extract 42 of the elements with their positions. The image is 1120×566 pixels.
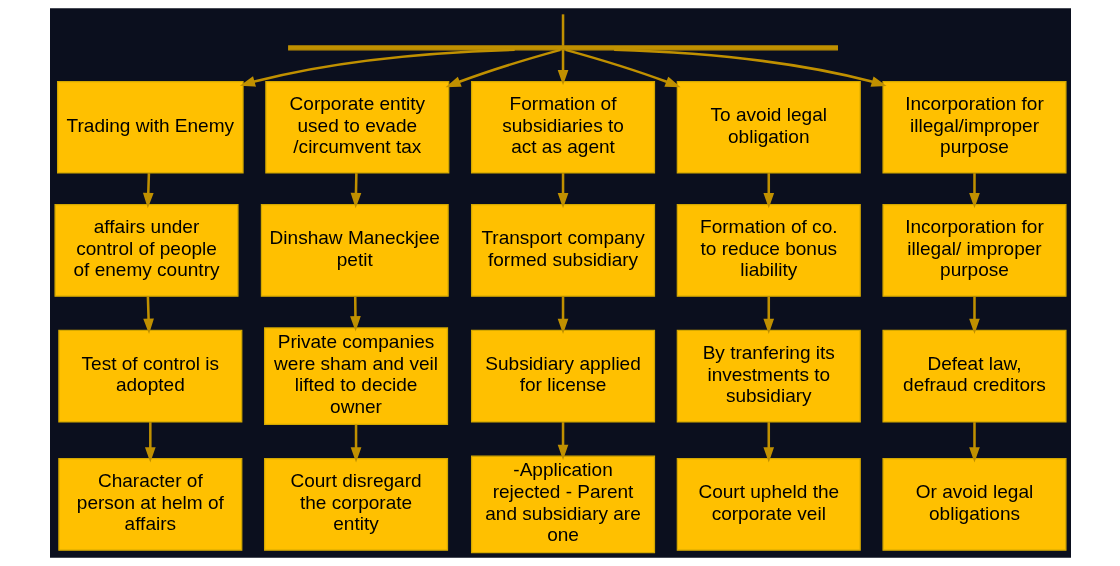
node-box: -Application rejected - Parent and subsidiary are one: [470, 455, 655, 554]
arrow: [239, 48, 515, 87]
arrow: [144, 422, 156, 463]
arrow: [350, 173, 361, 209]
node-box: affairs under control of people of enemy country: [53, 204, 239, 297]
node-box: Test of control is adopted: [57, 329, 242, 423]
node-box: Trading with Enemy: [56, 80, 244, 174]
arrow: [350, 424, 361, 463]
arrow: [968, 173, 980, 209]
arrow: [142, 296, 154, 334]
arrow: [557, 50, 568, 86]
node-box: Defeat law, defraud creditors: [881, 329, 1067, 423]
node-box: Corporate entity used to evade /circumvent tax: [264, 80, 449, 174]
arrow: [445, 48, 561, 88]
node-box: Court disregard the corporate entity: [263, 458, 448, 551]
arrow: [762, 173, 774, 209]
connector: [561, 14, 564, 46]
node-box: To avoid legal obligation: [676, 80, 861, 174]
node-box: Incorporation for illegal/improper purpose: [881, 80, 1067, 174]
node-box: Or avoid legal obligations: [881, 458, 1067, 551]
arrow: [557, 173, 568, 209]
node-box: Court upheld the corporate veil: [676, 458, 861, 551]
node-box: Formation of co. to reduce bonus liability: [676, 204, 861, 297]
node-box: Dinshaw Maneckjee petit: [260, 204, 449, 297]
node-box: Transport company formed subsidiary: [470, 204, 655, 297]
node-box: Private companies were sham and veil lifted to decide owner: [263, 327, 448, 426]
arrow: [613, 48, 887, 87]
node-box: Formation of subsidiaries to act as agent: [470, 80, 655, 174]
arrow: [968, 296, 980, 334]
arrow: [142, 173, 154, 209]
arrow: [557, 422, 568, 460]
node-box: Character of person at helm of affairs: [57, 458, 242, 551]
node-box: By tranfering its investments to subsidiary: [676, 329, 861, 423]
node-bar: [287, 45, 838, 51]
arrow: [762, 296, 774, 334]
arrow: [564, 48, 681, 88]
arrow: [557, 296, 568, 334]
arrow: [762, 422, 774, 463]
arrow: [349, 296, 361, 332]
node-box: Incorporation for illegal/ improper purpose: [881, 204, 1067, 297]
node-box: Subsidiary applied for license: [470, 329, 655, 423]
arrow: [968, 422, 980, 463]
